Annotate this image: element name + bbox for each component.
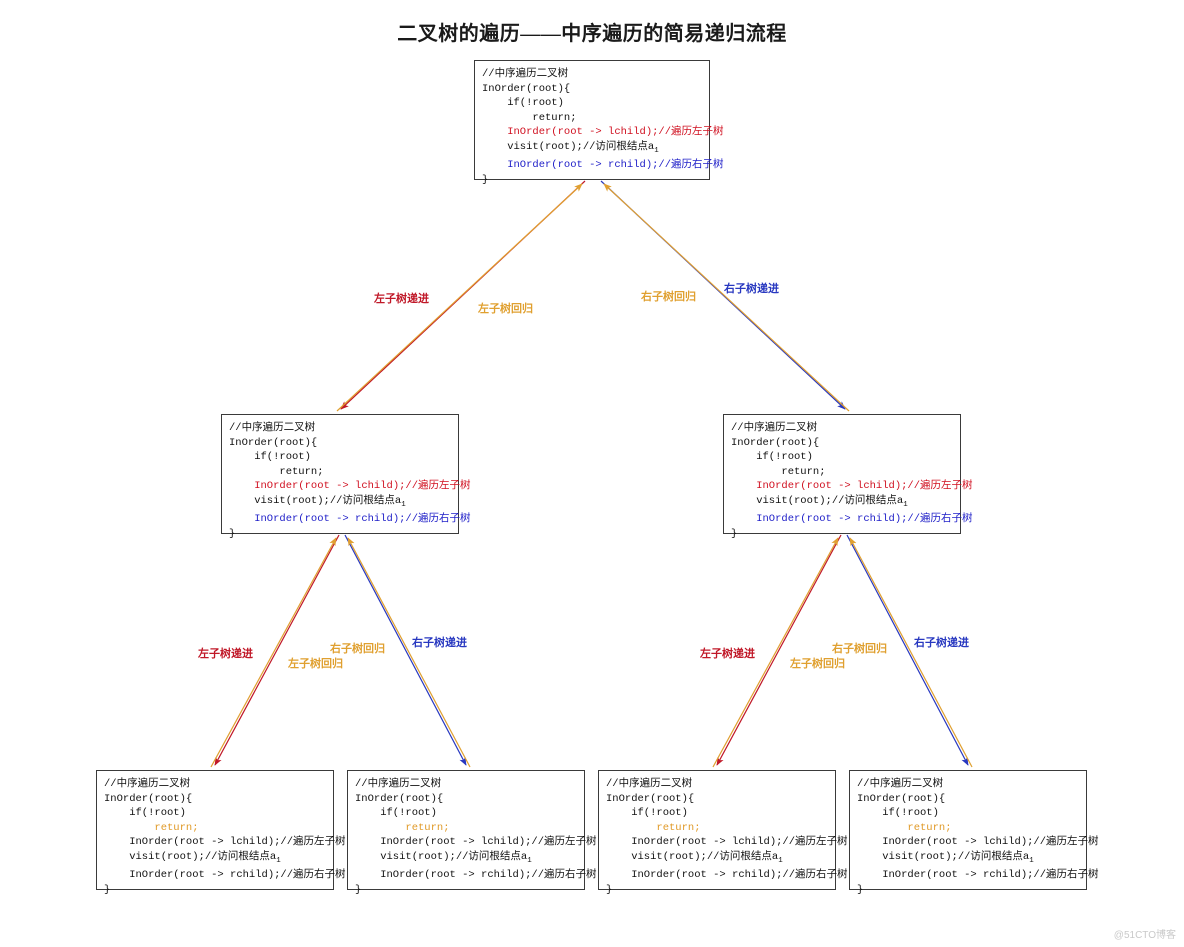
code-visit-call: visit(root);//访问根结点a1 [355,850,532,865]
code-if-line: if(!root) [355,807,437,819]
code-signature: InOrder(root){ [857,792,946,805]
code-left-call: InOrder(root -> lchild);//遍历左子树 [482,126,724,138]
code-box-leaf-1: //中序遍历二叉树 InOrder(root){ if(!root) return… [96,770,346,896]
edge-label-left_return: 左子树回归 [478,303,533,315]
code-close-brace: } [355,883,362,896]
code-left-call: InOrder(root -> lchild);//遍历左子树 [229,480,471,492]
edge-label-right_descend: 右子树递进 [914,637,969,649]
code-box-root: //中序遍历二叉树 InOrder(root){ if(!root) return… [474,60,724,186]
edge-label-right_return: 右子树回归 [641,291,696,303]
code-close-brace: } [731,527,738,540]
code-if-line: if(!root) [606,807,688,819]
code-left-call: InOrder(root -> lchild);//遍历左子树 [355,836,597,848]
code-right-call: InOrder(root -> rchild);//遍历右子树 [355,869,597,882]
code-right-call: InOrder(root -> rchild);//遍历右子树 [482,159,724,172]
watermark: @51CTO博客 [1113,930,1176,941]
code-signature: InOrder(root){ [731,436,820,449]
code-comment-header: //中序遍历二叉树 [857,778,944,790]
code-visit-call: visit(root);//访问根结点a1 [857,850,1034,865]
code-visit-subscript: 1 [903,500,908,509]
code-box-leaf-4: //中序遍历二叉树 InOrder(root){ if(!root) return… [849,770,1099,896]
code-if-line: if(!root) [229,451,311,463]
code-return-line: return; [731,465,826,478]
edge-root-to-midright-descend [600,180,846,410]
code-return-line: return; [229,465,324,478]
code-visit-subscript: 1 [1029,856,1034,865]
code-visit-subscript: 1 [401,500,406,509]
code-visit-call: visit(root);//访问根结点a1 [606,850,783,865]
code-if-line: if(!root) [857,807,939,819]
code-left-call: InOrder(root -> lchild);//遍历左子树 [731,480,973,492]
code-box-leaf-2: //中序遍历二叉树 InOrder(root){ if(!root) return… [347,770,597,896]
edge-label-right_return: 右子树回归 [330,643,385,655]
code-comment-header: //中序遍历二叉树 [731,422,818,434]
code-right-call: InOrder(root -> rchild);//遍历右子树 [731,513,973,526]
code-signature: InOrder(root){ [606,792,695,805]
code-left-call: InOrder(root -> lchild);//遍历左子树 [857,836,1099,848]
code-comment-header: //中序遍历二叉树 [229,422,316,434]
code-visit-subscript: 1 [276,856,281,865]
code-visit-subscript: 1 [778,856,783,865]
code-close-brace: } [104,883,111,896]
code-if-line: if(!root) [482,97,564,109]
code-close-brace: } [857,883,864,896]
code-visit-call: visit(root);//访问根结点a1 [104,850,281,865]
edge-label-right_descend: 右子树递进 [724,283,779,295]
edge-label-right_return: 右子树回归 [832,643,887,655]
code-return-line: return; [355,821,450,834]
code-return-line: return; [104,821,199,834]
code-close-brace: } [482,173,489,186]
code-box-mid-right: //中序遍历二叉树 InOrder(root){ if(!root) return… [723,414,973,540]
code-visit-subscript: 1 [654,146,659,155]
code-right-call: InOrder(root -> rchild);//遍历右子树 [857,869,1099,882]
edge-label-left_descend: 左子树递进 [374,293,429,305]
code-comment-header: //中序遍历二叉树 [104,778,191,790]
code-left-call: InOrder(root -> lchild);//遍历左子树 [606,836,848,848]
code-signature: InOrder(root){ [482,82,571,95]
code-close-brace: } [606,883,613,896]
code-comment-header: //中序遍历二叉树 [355,778,442,790]
edge-label-left_return: 左子树回归 [288,658,343,670]
code-visit-call: visit(root);//访问根结点a1 [731,494,908,509]
code-comment-header: //中序遍历二叉树 [606,778,693,790]
code-if-line: if(!root) [731,451,813,463]
code-visit-call: visit(root);//访问根结点a1 [482,140,659,155]
code-close-brace: } [229,527,236,540]
edge-label-left_descend: 左子树递进 [700,648,755,660]
code-left-call: InOrder(root -> lchild);//遍历左子树 [104,836,346,848]
code-visit-call: visit(root);//访问根结点a1 [229,494,406,509]
code-comment-header: //中序遍历二叉树 [482,68,569,80]
page-title: 二叉树的遍历——中序遍历的简易递归流程 [397,23,787,45]
code-visit-subscript: 1 [527,856,532,865]
code-if-line: if(!root) [104,807,186,819]
code-signature: InOrder(root){ [229,436,318,449]
edge-label-left_return: 左子树回归 [790,658,845,670]
code-right-call: InOrder(root -> rchild);//遍历右子树 [104,869,346,882]
code-return-line: return; [482,111,577,124]
code-return-line: return; [606,821,701,834]
code-signature: InOrder(root){ [355,792,444,805]
code-box-leaf-3: //中序遍历二叉树 InOrder(root){ if(!root) return… [598,770,848,896]
edge-label-left_descend: 左子树递进 [198,648,253,660]
code-right-call: InOrder(root -> rchild);//遍历右子树 [606,869,848,882]
code-right-call: InOrder(root -> rchild);//遍历右子树 [229,513,471,526]
code-box-mid-left: //中序遍历二叉树 InOrder(root){ if(!root) return… [221,414,471,540]
code-return-line: return; [857,821,952,834]
code-signature: InOrder(root){ [104,792,193,805]
edge-label-right_descend: 右子树递进 [412,637,467,649]
